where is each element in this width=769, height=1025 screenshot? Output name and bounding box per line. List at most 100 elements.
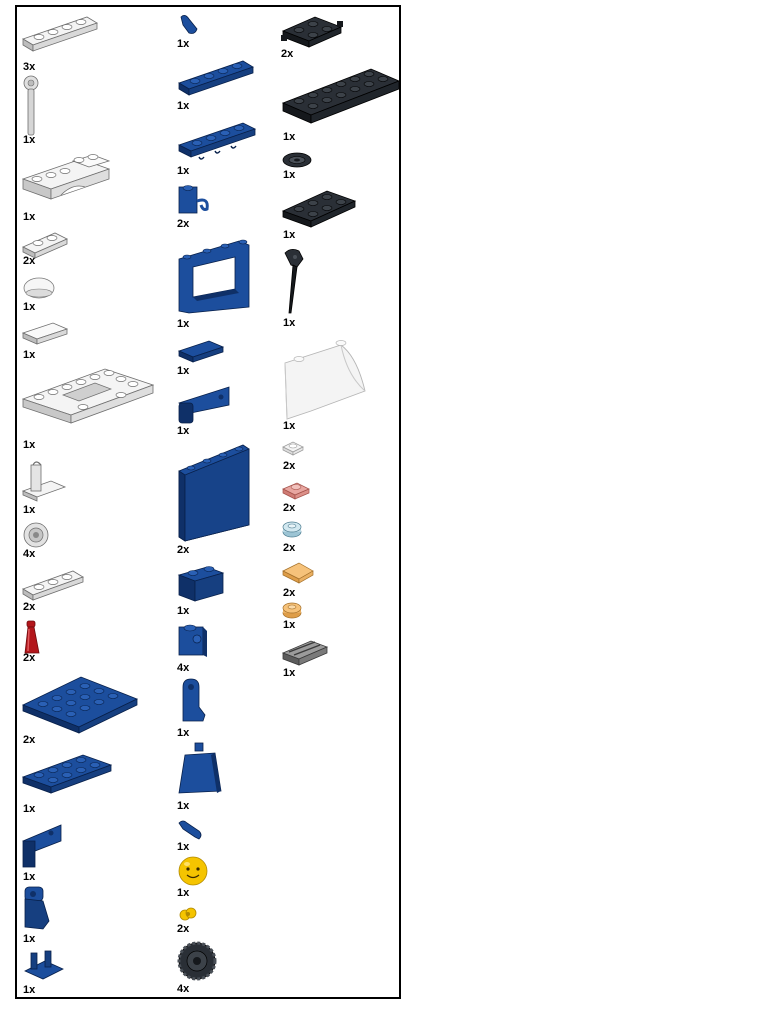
mudguard-icon: [21, 154, 111, 200]
inv-c2-13: 1x: [177, 855, 217, 905]
plate-clips-icon: [177, 122, 257, 160]
quantity-label: 1x: [23, 984, 36, 996]
legs-icon: [24, 886, 50, 930]
hands-icon: [179, 907, 197, 921]
quantity-label: 1x: [283, 420, 296, 432]
parts-inventory: 3x 1x 1x 2x: [15, 5, 401, 999]
quantity-label: 4x: [23, 548, 36, 560]
grille-icon: [281, 640, 329, 666]
quantity-label: 2x: [177, 218, 190, 230]
quantity-label: 2x: [177, 923, 190, 935]
brick-clip-icon: [178, 185, 209, 214]
quantity-label: 1x: [177, 165, 190, 177]
plate-2x4-icon: [21, 754, 113, 794]
inv-c1-0: 3x: [21, 13, 101, 73]
inv-c1-11: 2x: [21, 671, 141, 751]
quantity-label: 1x: [283, 169, 296, 181]
bracket-icon: [22, 824, 62, 868]
wheel-holder-icon: [281, 16, 343, 48]
inv-c1-13: 1x: [21, 821, 81, 885]
tile-1x2-icon: [21, 322, 69, 345]
inv-c2-6: 1x: [177, 383, 237, 439]
quantity-label: 1x: [177, 800, 190, 812]
plate-1x4-icon: [22, 16, 98, 52]
inv-c3-11: 1x: [281, 637, 335, 679]
quantity-label: 1x: [23, 504, 36, 516]
quantity-label: 1x: [283, 131, 296, 143]
quantity-label: 3x: [23, 61, 36, 73]
round-plate-icon: [282, 602, 302, 619]
plate-2x3-icon: [281, 190, 357, 228]
quantity-label: 2x: [283, 587, 296, 599]
inv-c1-7: 1x: [21, 459, 81, 517]
steering-wheel-icon: [282, 152, 312, 168]
quantity-label: 1x: [283, 667, 296, 679]
inv-c1-6: 1x: [21, 365, 161, 455]
slope-icon: [282, 562, 314, 584]
inv-c3-2: 1x: [281, 151, 321, 187]
inv-c2-9: 4x: [177, 621, 227, 675]
brick-1x2-icon: [177, 566, 225, 602]
plate-bar-icon: [24, 950, 64, 980]
quantity-label: 2x: [283, 502, 296, 514]
quantity-label: 2x: [177, 544, 190, 556]
quantity-label: 1x: [177, 100, 190, 112]
quantity-label: 1x: [23, 211, 36, 223]
wrench-icon: [284, 249, 304, 314]
quantity-label: 1x: [177, 727, 190, 739]
inv-c3-7: 2x: [281, 479, 321, 517]
cone-icon: [24, 620, 40, 654]
inv-c1-8: 4x: [21, 521, 71, 561]
quantity-label: 1x: [23, 439, 36, 451]
round-plate-icon: [282, 521, 302, 538]
inv-c2-12: 1x: [177, 817, 217, 855]
plate-1x2-icon: [22, 232, 68, 259]
quantity-label: 1x: [177, 887, 190, 899]
inv-c3-3: 1x: [281, 187, 361, 243]
quantity-label: 1x: [177, 365, 190, 377]
inv-c1-9: 2x: [21, 567, 91, 617]
inv-c1-3: 2x: [21, 229, 81, 269]
quantity-label: 1x: [177, 841, 190, 853]
quantity-label: 1x: [23, 301, 36, 313]
tire-icon: [177, 941, 217, 981]
quantity-label: 1x: [177, 425, 190, 437]
quantity-label: 2x: [283, 460, 296, 472]
quantity-label: 2x: [23, 652, 36, 664]
quantity-label: 1x: [177, 38, 190, 50]
windscreen-icon: [284, 340, 366, 420]
inv-c2-2: 1x: [177, 119, 261, 179]
window-frame-icon: [178, 239, 250, 314]
arm-icon: [180, 15, 198, 34]
quantity-label: 1x: [283, 317, 296, 329]
inv-c2-1: 1x: [177, 57, 257, 117]
inv-c1-12: 1x: [21, 751, 121, 821]
leg-icon: [182, 678, 206, 722]
quantity-label: 2x: [23, 255, 36, 267]
quantity-label: 2x: [23, 734, 36, 746]
dish-icon: [23, 277, 55, 299]
plate-2x6-icon: [281, 68, 401, 124]
inv-c2-0: 1x: [177, 13, 217, 53]
quantity-label: 1x: [23, 349, 36, 361]
plate-1x3-icon: [22, 570, 84, 601]
quantity-label: 2x: [281, 48, 294, 60]
quantity-label: 1x: [23, 933, 36, 945]
quantity-label: 1x: [23, 871, 36, 883]
inv-c3-6: 2x: [281, 439, 321, 475]
quantity-label: 1x: [283, 619, 296, 631]
arm-icon: [178, 820, 202, 840]
quantity-label: 1x: [177, 318, 190, 330]
inv-c3-8: 2x: [281, 519, 321, 557]
inv-c2-14: 2x: [177, 905, 217, 941]
inv-c2-15: 4x: [177, 941, 227, 999]
wheel-hub-icon: [23, 522, 49, 548]
inv-c1-5: 1x: [21, 321, 71, 361]
plate-1x1-icon: [282, 482, 310, 500]
inv-c1-2: 1x: [21, 153, 121, 225]
inv-c3-0: 2x: [281, 13, 351, 65]
quantity-label: 2x: [283, 542, 296, 554]
clip-plate-icon: [21, 461, 67, 502]
inv-c2-5: 1x: [177, 339, 227, 379]
panel-icon: [178, 444, 250, 542]
